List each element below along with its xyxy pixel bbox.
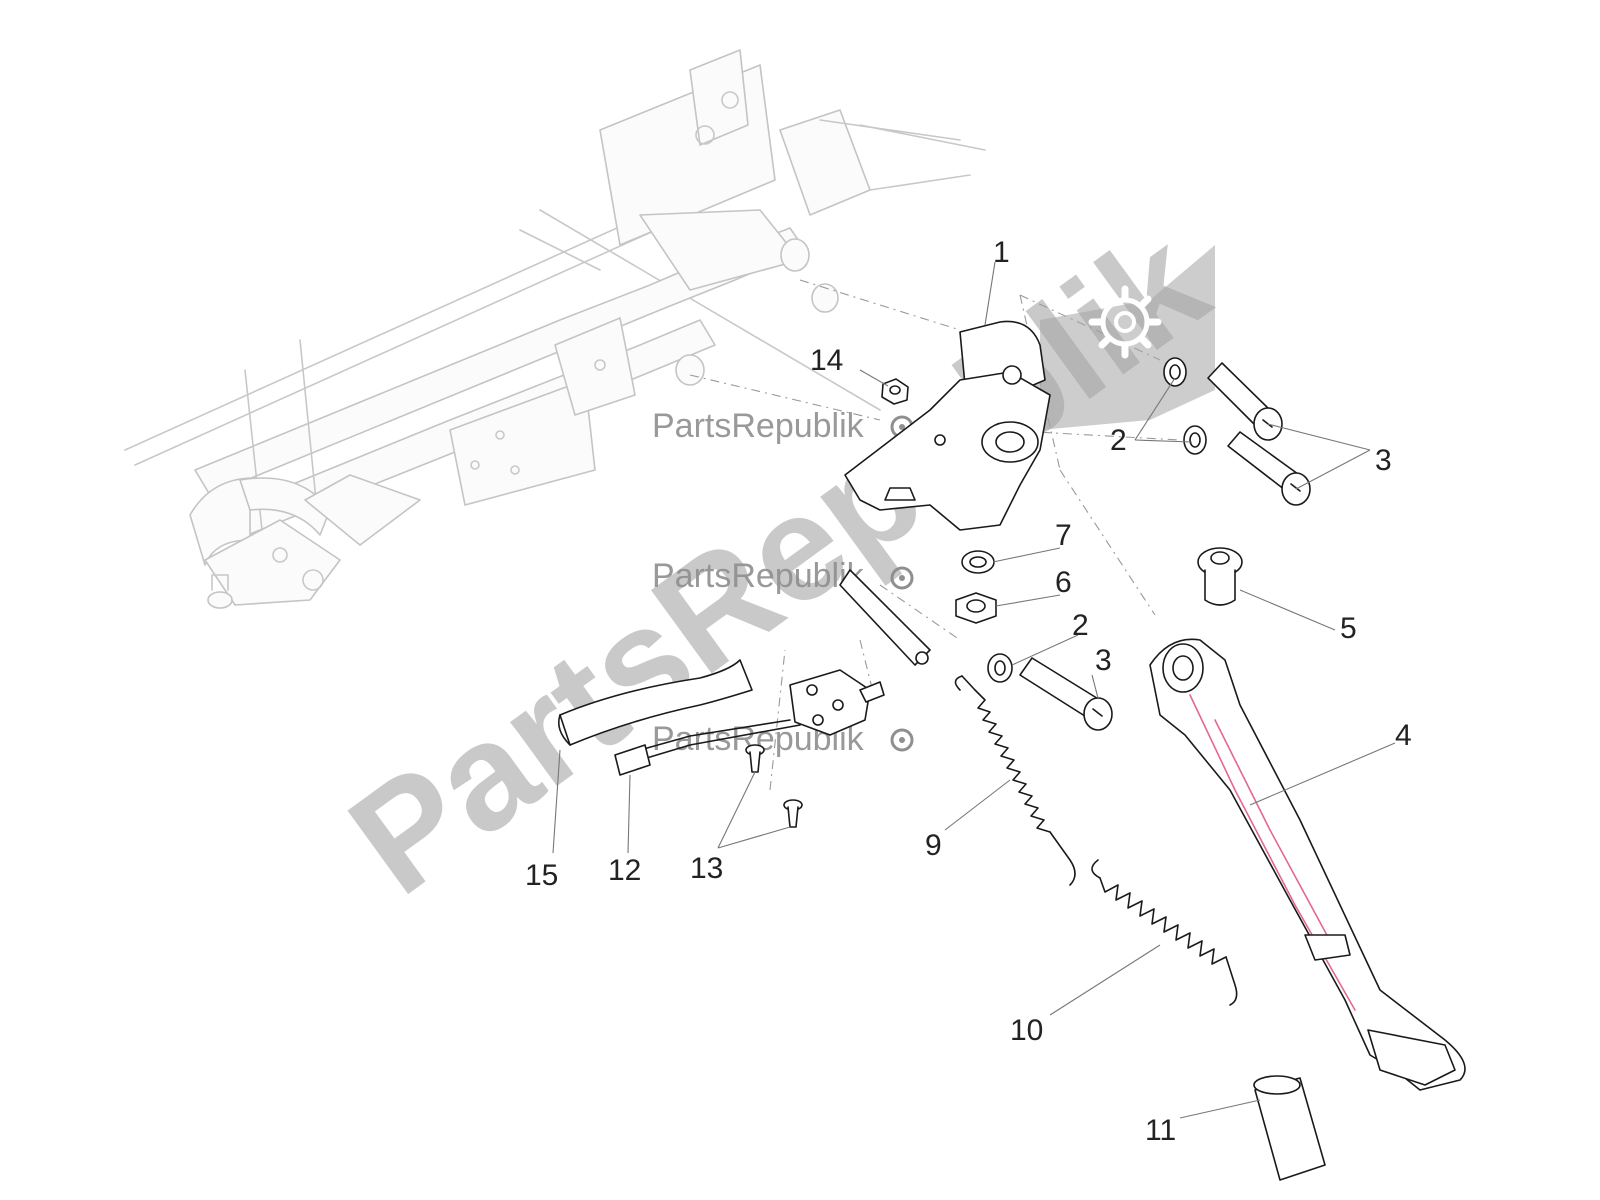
callout-7: 7 xyxy=(1055,519,1072,552)
part-5-pivot-bushing xyxy=(1197,547,1243,606)
part-2-washers-top xyxy=(1163,357,1207,455)
watermark-gear-icon-2 xyxy=(890,566,914,590)
callout-12: 12 xyxy=(608,854,641,887)
callout-13: 13 xyxy=(690,852,723,885)
callout-4: 4 xyxy=(1395,719,1412,752)
part-6-nut xyxy=(955,592,997,624)
callout-labels: 1 2 3 14 7 6 2 3 5 4 9 15 12 13 10 11 xyxy=(525,236,1412,1147)
part-12-sidestand-switch xyxy=(614,669,885,776)
callout-15: 15 xyxy=(525,859,558,892)
part-2-washer-lower xyxy=(987,653,1013,683)
callout-14: 14 xyxy=(810,344,843,377)
callout-3-lower: 3 xyxy=(1095,644,1112,677)
callout-2-top: 2 xyxy=(1110,424,1127,457)
part-9-small-spring xyxy=(954,675,1076,886)
part-1-stand-bracket xyxy=(844,320,1051,531)
part-15-cable-sheath xyxy=(557,659,753,746)
watermark-small-text-2: PartsRepublik xyxy=(652,557,865,595)
frame-outline xyxy=(124,49,986,609)
part-10-large-spring xyxy=(1091,859,1238,1006)
callout-5: 5 xyxy=(1340,612,1357,645)
callout-2-lower: 2 xyxy=(1072,609,1089,642)
callout-1: 1 xyxy=(993,236,1010,269)
leader-lines xyxy=(552,261,1396,1119)
part-13-screws xyxy=(745,744,803,828)
stand-switch-lever-link xyxy=(839,569,931,666)
callout-6: 6 xyxy=(1055,566,1072,599)
part-11-pad-sleeve xyxy=(1253,1075,1326,1181)
part-4-side-stand xyxy=(1149,638,1466,1091)
callout-10: 10 xyxy=(1010,1014,1043,1047)
watermark: PartsRepublik PartsRepublik PartsRepubli… xyxy=(320,197,1235,926)
part-3-bolts-top xyxy=(1207,362,1311,506)
part-3-bolt-lower xyxy=(1019,657,1113,731)
callout-3-top: 3 xyxy=(1375,444,1392,477)
watermark-small-text-1: PartsRepublik xyxy=(652,407,865,445)
part-7-washer xyxy=(961,550,995,574)
gear-icon xyxy=(1088,285,1162,359)
watermark-gear-icon-3 xyxy=(890,728,914,752)
callout-9: 9 xyxy=(925,829,942,862)
part-14-nut xyxy=(881,378,909,405)
callout-11: 11 xyxy=(1145,1114,1176,1147)
